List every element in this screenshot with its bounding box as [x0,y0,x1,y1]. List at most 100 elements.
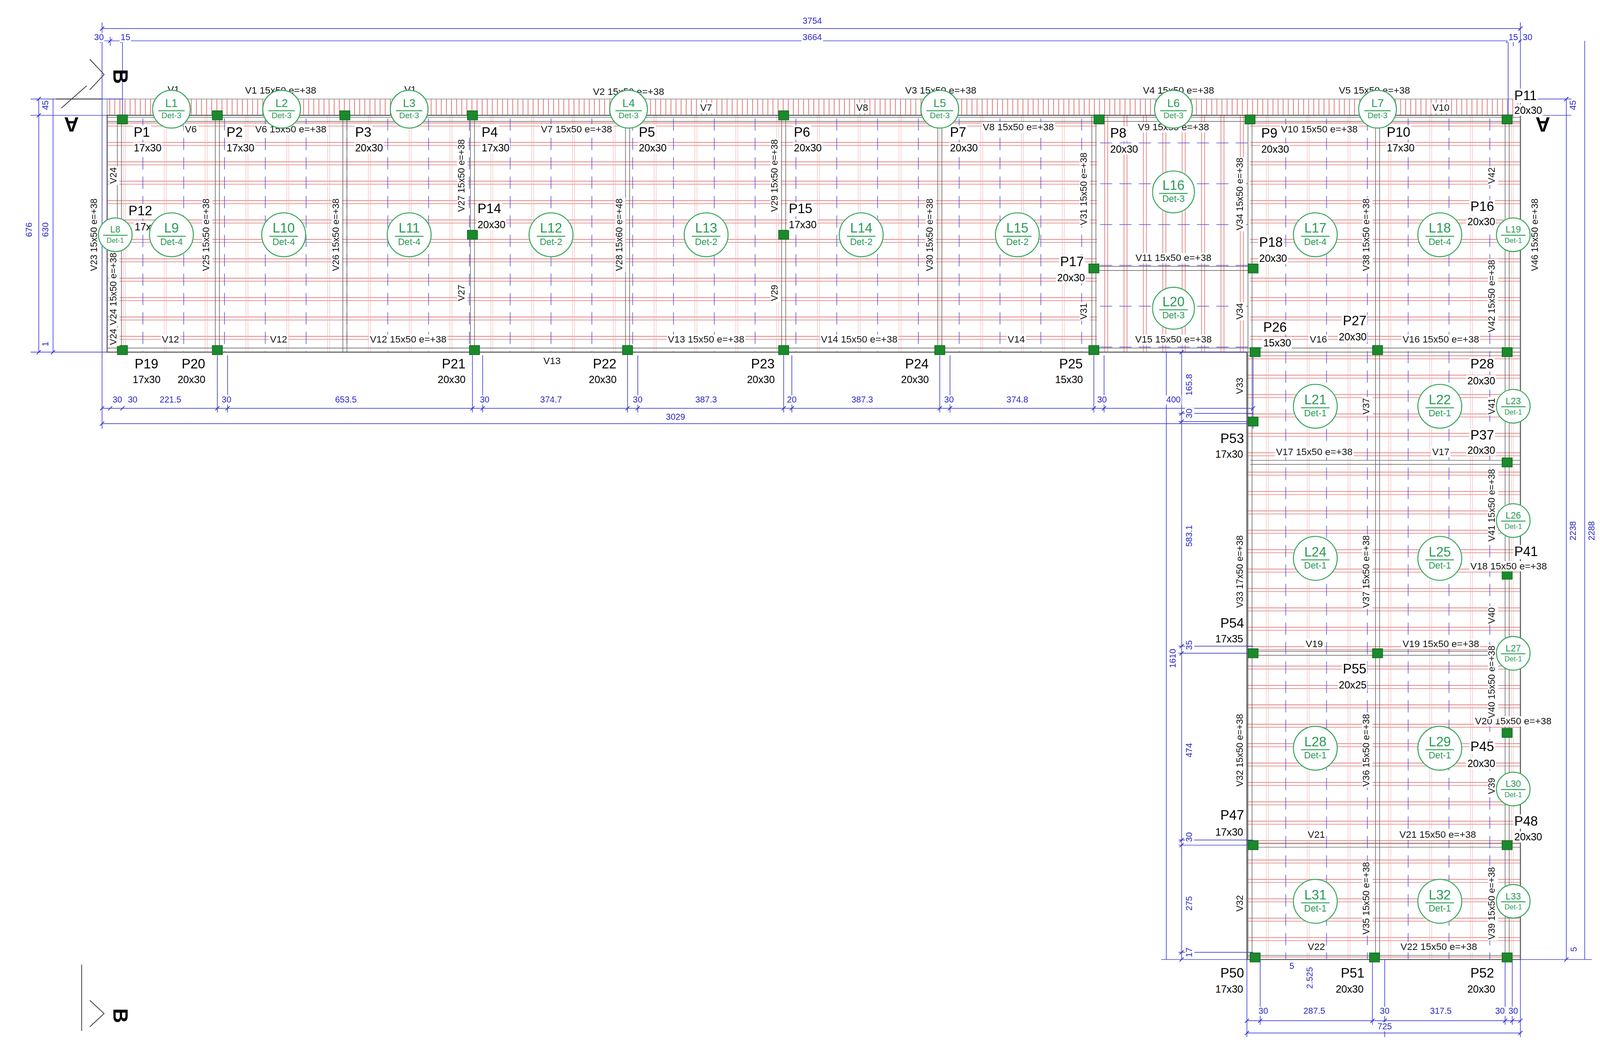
column-size: 20x30 [436,373,467,386]
beam-label: V46 15x50 e=+38 [1530,197,1541,273]
slab-detail: Det-3 [1159,192,1188,205]
column-size: 20x30 [900,373,930,386]
slab-tag: L29Det-1 [1417,725,1462,771]
slab-number: L9 [163,222,179,236]
dimension-text: 15 [1507,32,1519,43]
slab-tag: L3Det-3 [389,90,429,129]
column-name: P7 [948,125,967,141]
beam-label: V24 [109,327,120,346]
dimension-text: 2.525 [1305,965,1315,990]
beam-label: V34 [1235,301,1246,321]
column [1502,114,1513,124]
dimension-text: 275 [1185,894,1195,912]
column [212,110,223,120]
slab-tag: L11Det-4 [386,212,432,258]
beam-label: V20 15x50 e=+38 [1474,715,1553,727]
slab-number: L8 [109,225,121,235]
column-size: 20x30 [1466,983,1497,995]
dimension-text: 45 [40,99,51,111]
dimension-text: 15 [119,32,132,43]
slab-detail: Det-4 [1301,235,1330,248]
column-size: 20x30 [1466,444,1497,456]
column-name: P4 [480,125,499,141]
slab-detail: Det-1 [1501,900,1525,911]
column-size: 17x30 [1214,983,1245,995]
column [1502,840,1513,850]
slab-outline [106,115,1521,960]
dimension-text: 2238 [1568,520,1579,542]
column [778,230,789,240]
slab-tag: L15Det-2 [994,212,1040,258]
column-size: 20x30 [354,142,384,154]
slab-number: L26 [1505,510,1522,521]
column-name: P50 [1219,966,1245,981]
column [467,110,478,120]
beam-label: V13 15x50 e=+38 [666,334,746,346]
slab-detail: Det-1 [1501,788,1525,799]
dimension-text: 30 [1096,395,1108,405]
slab-tag: L14Det-2 [838,212,884,258]
dimension-text: 30 [220,395,233,405]
column-size: 20x30 [1466,757,1497,769]
column-name: P20 [180,357,207,372]
beam-label: V28 15x60 e=+48 [615,197,626,273]
column-name: P27 [1341,313,1368,329]
column [1088,263,1100,273]
column [622,345,633,355]
beam-label: V27 15x50 e=+38 [457,138,468,214]
beam-label: V16 [1308,334,1329,346]
dimension-text: 20 [786,395,798,405]
column-name: P8 [1109,126,1128,142]
beam-label: V11 15x50 e=+38 [1134,252,1213,264]
column-name: P37 [1469,428,1495,443]
slab-tag: L25Det-1 [1417,535,1462,581]
column-size: 15x30 [1262,337,1293,349]
slab-tag: L32Det-1 [1417,878,1462,924]
beam-label: V42 15x50 e=+38 [1487,258,1498,334]
dimension-text: 583.1 [1185,523,1195,548]
dimension-text: 30 [1378,1006,1391,1017]
beam-label: V12 [269,334,289,346]
section-marker: B [109,1007,132,1024]
beam-label: V31 [1079,301,1090,321]
column-name: P23 [749,357,776,372]
slab-number: L31 [1304,888,1327,903]
slab-number: L28 [1304,735,1327,750]
column-name: P17 [1059,254,1085,270]
dimension-text: 3664 [801,32,824,43]
column-size: 20x30 [1258,252,1288,264]
column-name: P48 [1513,814,1539,829]
slab-number: L12 [539,222,562,236]
slab-detail: Det-4 [395,235,424,248]
beam-label: V6 [183,124,198,135]
column-name: P25 [1058,357,1084,372]
slab-detail: Det-4 [1425,235,1454,248]
column-size: 15x30 [1054,373,1084,386]
column-size: 20x30 [948,142,979,154]
dimension-text: 35 [1185,639,1195,651]
column-group [117,110,1513,962]
slab-number: L18 [1428,222,1451,236]
beam-label: V14 15x50 e=+38 [819,334,899,346]
slab-number: L32 [1428,888,1451,903]
beam-label: V17 15x50 e=+38 [1274,446,1354,458]
beam-label: V22 15x50 e=+38 [1399,941,1478,953]
slab-number: L7 [1371,97,1384,110]
dimension-text: 221.5 [158,395,183,405]
column [469,345,480,355]
beam-label: V32 15x50 e=+38 [1235,712,1246,788]
dimension-text: 317.5 [1428,1006,1453,1017]
column-name: P53 [1219,431,1245,446]
column-name: P26 [1262,320,1288,336]
column [778,345,789,355]
beam-label: V24 15x50 e=+38 [109,251,120,327]
column-size: 20x30 [1466,215,1497,227]
column [1248,840,1259,850]
slab-number: L22 [1428,393,1451,408]
column-size: 20x25 [1337,679,1368,691]
slab-number: L11 [398,222,420,236]
dimension-text: 30 [1521,32,1534,43]
column-name: P10 [1385,125,1412,141]
beam-label: V16 15x50 e=+38 [1401,334,1481,346]
column-name: P16 [1469,199,1495,215]
